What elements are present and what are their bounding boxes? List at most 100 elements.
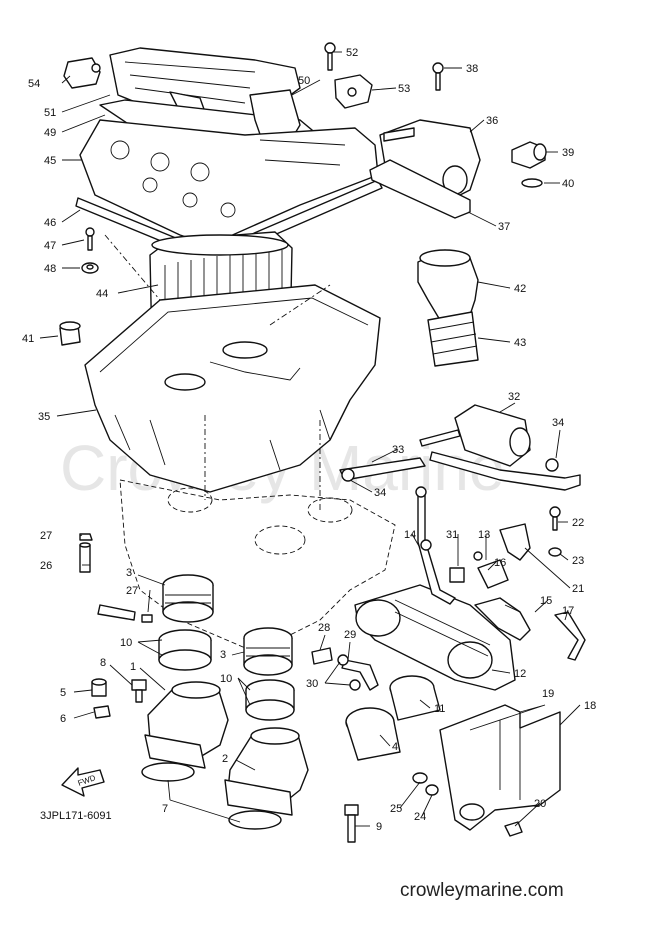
callout-18: 18 (584, 700, 596, 712)
hose-26 (79, 542, 91, 573)
callout-8: 8 (100, 657, 106, 669)
joint-11 (389, 675, 441, 721)
callout-51: 51 (44, 107, 56, 119)
callout-37: 37 (498, 221, 510, 233)
callout-21: 21 (572, 583, 584, 595)
callout-29: 29 (344, 629, 356, 641)
cover-18 (439, 704, 561, 831)
callout-26: 26 (40, 560, 52, 572)
diagram-code: 3JPL171-6091 (40, 810, 112, 822)
callout-36: 36 (486, 115, 498, 127)
callout-5: 5 (60, 687, 66, 699)
nut-24 (425, 784, 439, 796)
sensor-16 (473, 551, 509, 589)
bracket-54 (63, 57, 101, 89)
callout-52: 52 (346, 47, 358, 59)
screw-22 (549, 506, 561, 531)
callout-53: 53 (398, 83, 410, 95)
screw-47 (85, 227, 95, 251)
callout-15: 15 (540, 595, 552, 607)
callout-34-right: 34 (552, 417, 564, 429)
callout-2: 2 (222, 753, 228, 765)
callout-3-upper: 3 (126, 567, 132, 579)
clamp-10-upper (158, 629, 212, 671)
washer-48 (81, 262, 99, 274)
clip-31 (449, 567, 465, 583)
callout-19: 19 (542, 688, 554, 700)
hose-27-link (97, 604, 136, 621)
callout-6: 6 (60, 713, 66, 725)
callout-45: 45 (44, 155, 56, 167)
callout-17: 17 (562, 605, 574, 617)
grommet-41 (59, 321, 81, 346)
canister-32 (419, 404, 531, 467)
callout-32: 32 (508, 391, 520, 403)
seal-37 (369, 159, 471, 219)
callout-47: 47 (44, 240, 56, 252)
callout-48: 48 (44, 263, 56, 275)
callout-35: 35 (38, 411, 50, 423)
engine-outline (104, 234, 396, 651)
callout-22: 22 (572, 517, 584, 529)
callout-31: 31 (446, 529, 458, 541)
callout-14: 14 (404, 529, 416, 541)
callout-42: 42 (514, 283, 526, 295)
bolt-9 (344, 804, 359, 843)
callout-16: 16 (494, 557, 506, 569)
screw-38 (432, 62, 444, 91)
clip-6 (93, 705, 111, 719)
callout-39: 39 (562, 147, 574, 159)
callout-38: 38 (466, 63, 478, 75)
callout-10-upper: 10 (120, 637, 132, 649)
callout-43: 43 (514, 337, 526, 349)
valve-15 (474, 597, 531, 641)
callout-1: 1 (130, 661, 136, 673)
callout-34-left: 34 (374, 487, 386, 499)
screw-8 (131, 679, 147, 703)
callout-10-lower: 10 (220, 673, 232, 685)
callout-4: 4 (392, 741, 398, 753)
fwd-arrow: FWD (61, 767, 105, 797)
screw-52 (324, 42, 336, 71)
callout-12: 12 (514, 668, 526, 680)
site-url-text: crowleymarine.com (400, 880, 564, 901)
oring-40 (521, 178, 543, 188)
callout-3-lower: 3 (220, 649, 226, 661)
callout-25: 25 (390, 803, 402, 815)
callout-11: 11 (434, 703, 445, 715)
callout-27-mid: 27 (126, 585, 138, 597)
hose-29 (341, 659, 379, 691)
clamp-10-lower (245, 679, 295, 721)
callout-50: 50 (298, 75, 310, 87)
callout-41: 41 (22, 333, 34, 345)
hose-clamp-43 (427, 311, 479, 367)
intake-hose-42 (417, 249, 479, 321)
bracket-53 (334, 74, 373, 109)
air-box-case-35 (84, 284, 381, 493)
clamp-3-lower (243, 627, 293, 676)
callout-labels: 54 51 49 45 46 47 48 44 41 35 52 50 53 3… (22, 47, 596, 833)
callout-20: 20 (534, 798, 546, 810)
callout-33: 33 (392, 444, 404, 456)
callout-7: 7 (162, 803, 168, 815)
callout-49: 49 (44, 127, 56, 139)
grommet-23 (548, 547, 562, 557)
callout-54: 54 (28, 78, 40, 90)
cap-5 (91, 678, 107, 697)
pipe-28 (311, 647, 333, 665)
washer-25 (412, 772, 428, 784)
callout-40: 40 (562, 178, 574, 190)
fitting-39 (511, 141, 547, 169)
leader-lines (39, 51, 581, 827)
callout-13: 13 (478, 529, 490, 541)
callout-9: 9 (376, 821, 382, 833)
callout-24: 24 (414, 811, 426, 823)
screw-20 (504, 821, 523, 837)
callout-30: 30 (306, 678, 318, 690)
callout-28: 28 (318, 622, 330, 634)
clip-27 (79, 533, 153, 623)
hose-17 (554, 611, 586, 661)
clamp-3-upper (162, 574, 214, 623)
callout-46: 46 (44, 217, 56, 229)
